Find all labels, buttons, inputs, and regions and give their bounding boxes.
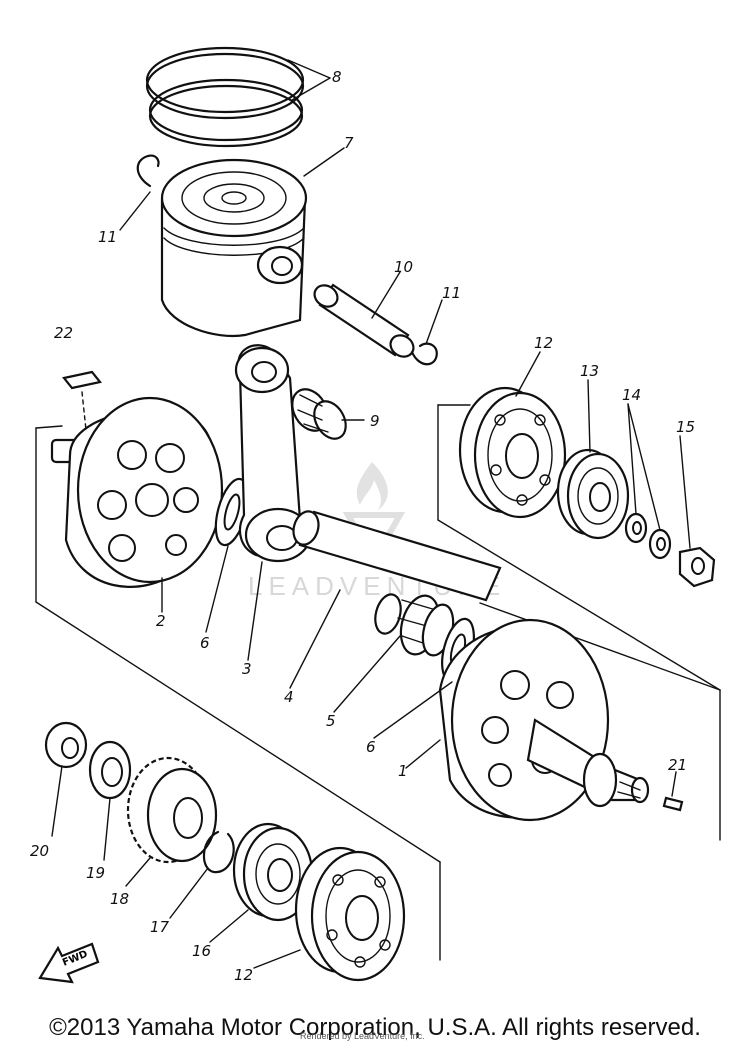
callout-12: 12	[234, 966, 253, 984]
piston-pin	[313, 283, 415, 358]
callout-19: 19	[86, 864, 105, 882]
woodruff-key	[62, 370, 102, 431]
callout-20: 20	[30, 842, 49, 860]
leader-lines	[51, 59, 691, 969]
callout-12: 12	[534, 334, 553, 352]
crank-wheel-left	[50, 396, 224, 588]
callout-14: 14	[622, 386, 641, 404]
lower-washer	[88, 740, 132, 800]
connecting-rod	[234, 344, 312, 563]
callout-9: 9	[370, 412, 380, 430]
main-bearing-upper	[458, 386, 567, 519]
circlip-right	[410, 342, 438, 366]
watermark-flame-icon	[356, 462, 388, 510]
callout-22: 22	[54, 324, 73, 342]
callout-7: 7	[344, 134, 354, 152]
callout-16: 16	[192, 942, 211, 960]
piston-rings	[145, 46, 305, 148]
callout-17: 17	[150, 918, 170, 936]
callout-5: 5	[326, 712, 336, 730]
piston	[160, 158, 308, 337]
key-right	[662, 796, 684, 812]
callout-labels: 8 7 11 10 11 22 9 12 13 14 15 2 6 3 4 5 …	[30, 68, 695, 984]
lower-nut	[44, 721, 88, 769]
crank-pin	[292, 510, 502, 602]
render-credit: Rendered by LeadVenture, Inc.	[300, 1031, 425, 1041]
small-end-bearing	[291, 388, 347, 440]
callout-8: 8	[332, 68, 342, 86]
callout-1: 1	[398, 762, 408, 780]
primary-drive-gear	[126, 756, 218, 864]
callout-2: 2	[156, 612, 166, 630]
callout-18: 18	[110, 890, 129, 908]
nut	[678, 546, 716, 588]
crank-wheel-right	[438, 618, 650, 822]
circlip-left	[136, 154, 160, 188]
callout-21: 21	[668, 756, 687, 774]
callout-3: 3	[242, 660, 252, 678]
main-bearing-lower	[294, 846, 406, 982]
oil-seal-upper	[556, 448, 630, 540]
callout-13: 13	[580, 362, 599, 380]
callout-4: 4	[284, 688, 294, 706]
callout-11: 11	[442, 284, 461, 302]
washers	[624, 512, 672, 560]
oil-seal-lower	[232, 822, 314, 922]
callout-15: 15	[676, 418, 695, 436]
callout-6: 6	[200, 634, 210, 652]
callout-10: 10	[394, 258, 413, 276]
assembly-frame	[35, 404, 721, 961]
callout-11: 11	[98, 228, 117, 246]
copyright-notice: ©2013 Yamaha Motor Corporation, U.S.A. A…	[49, 1014, 701, 1041]
front-direction-arrow: FWD	[38, 942, 100, 984]
lower-circlip	[202, 830, 235, 874]
callout-6: 6	[366, 738, 376, 756]
